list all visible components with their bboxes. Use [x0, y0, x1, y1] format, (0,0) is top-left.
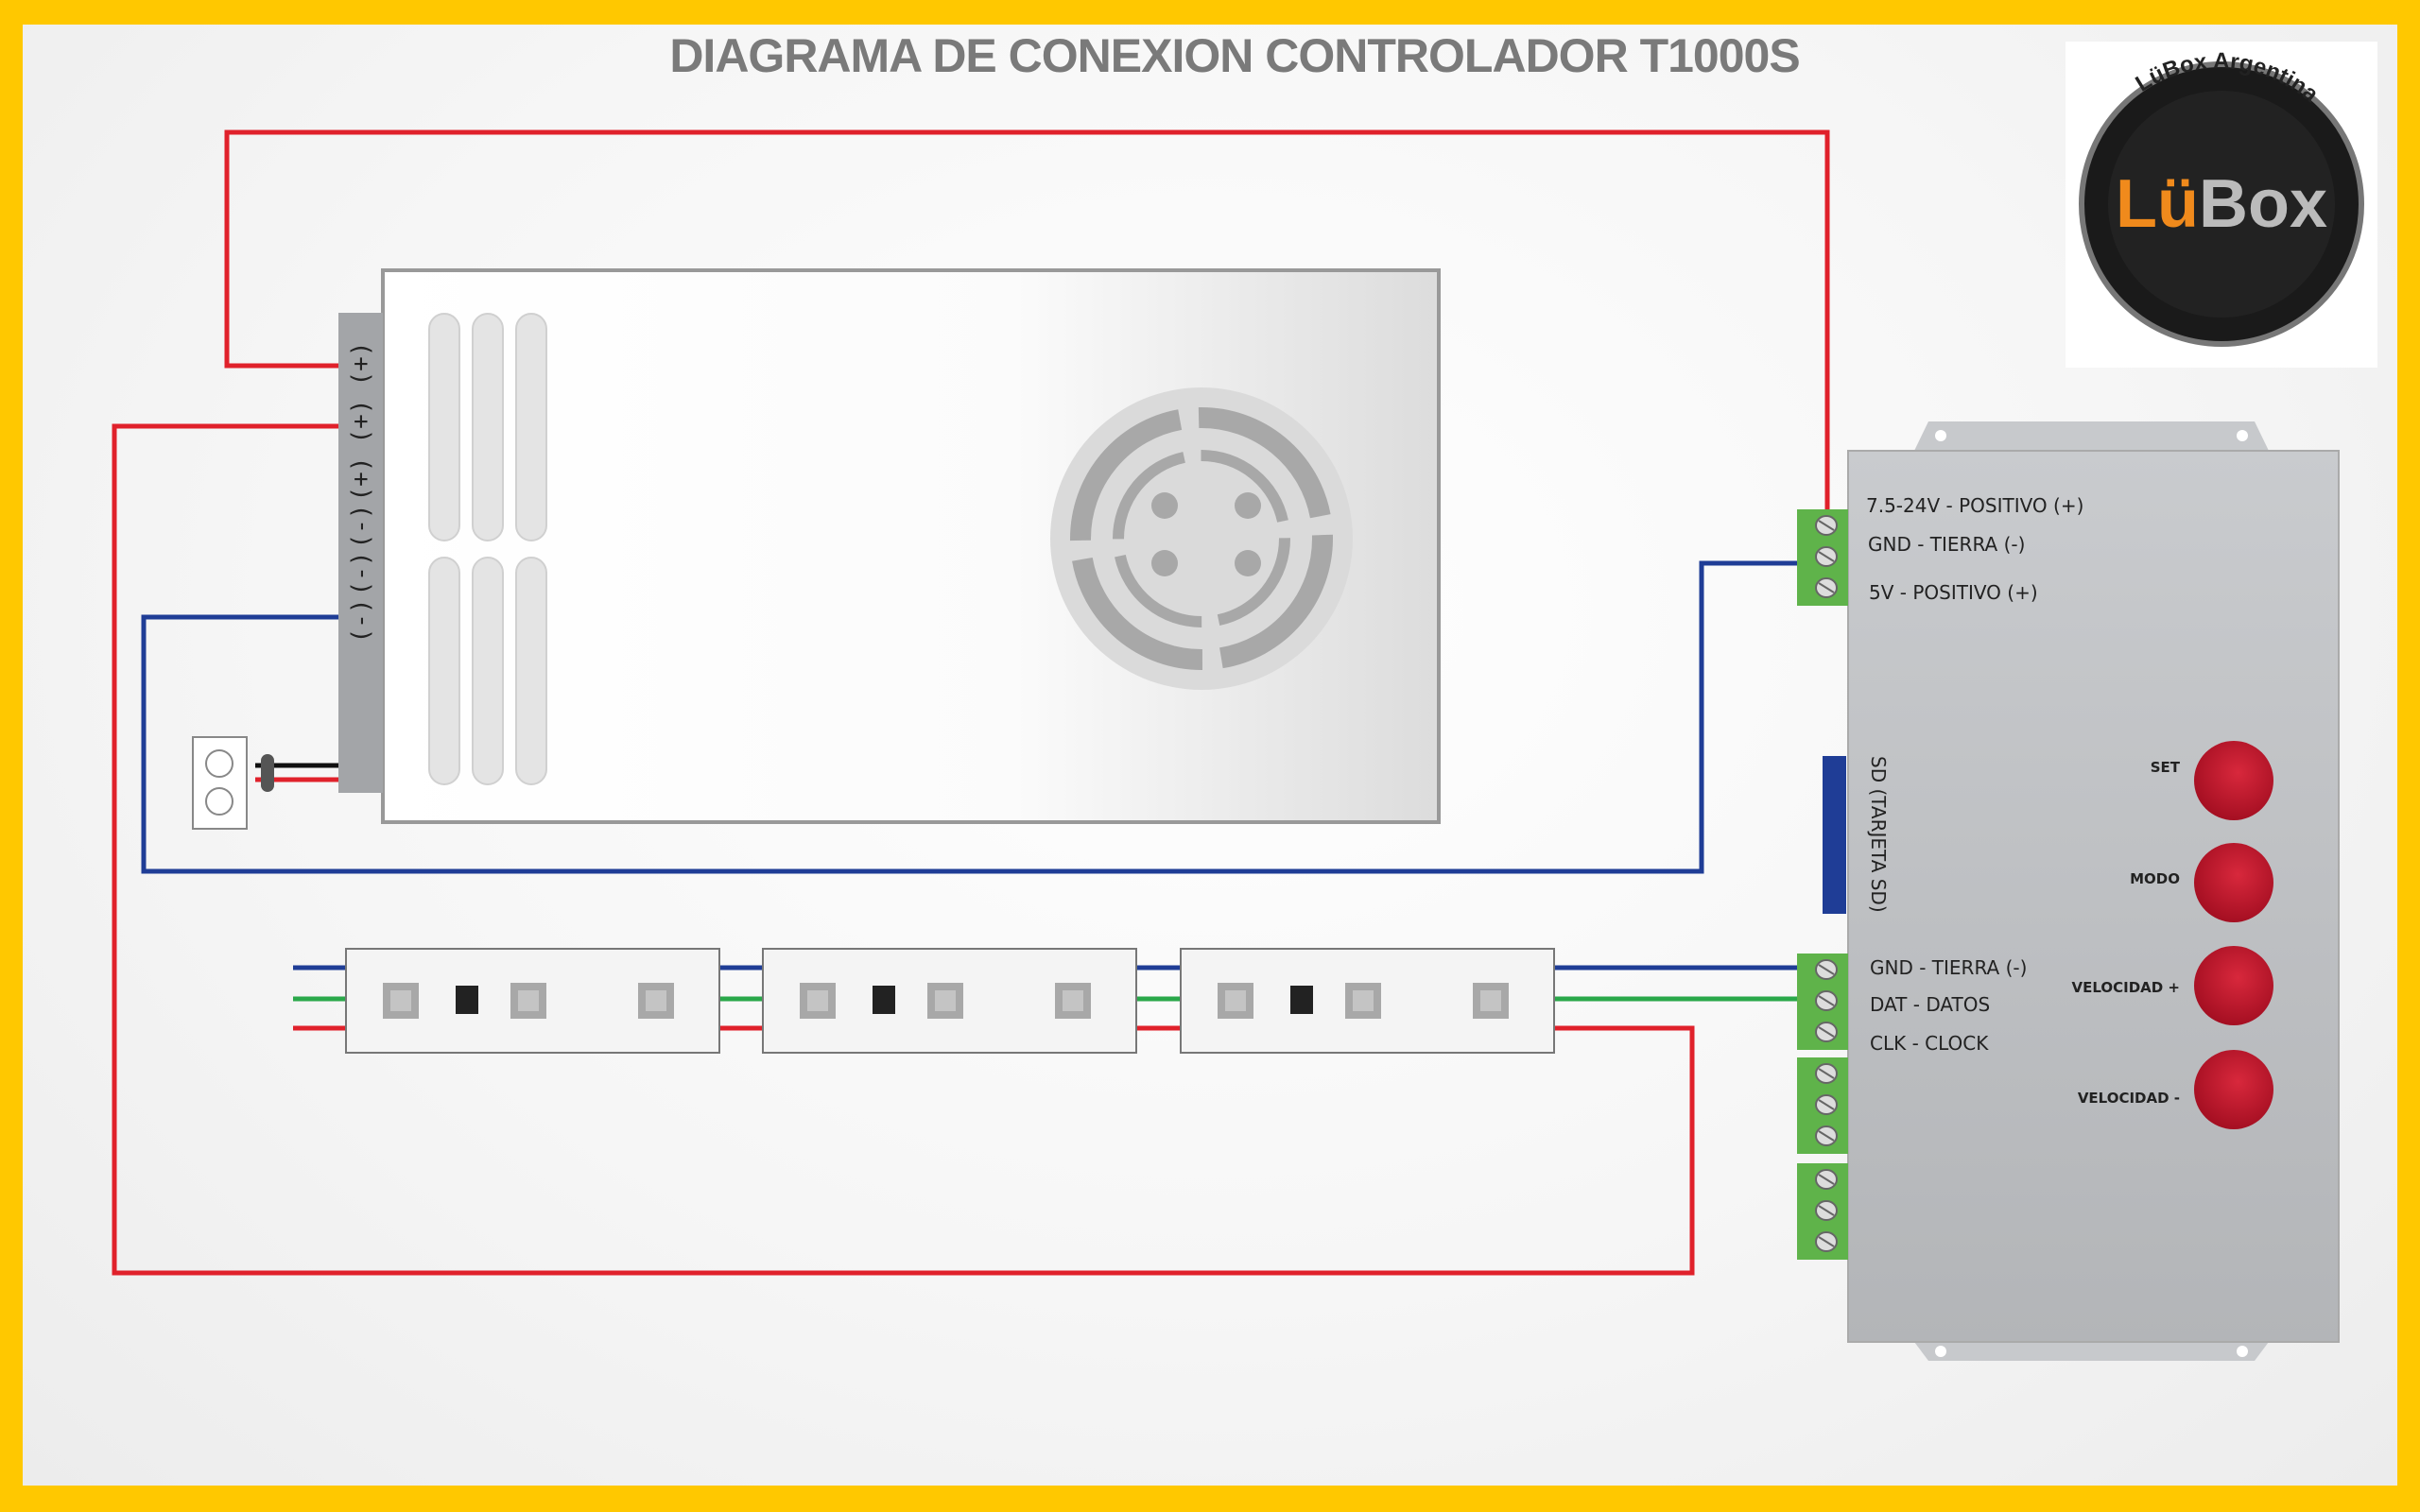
terminal-block[interactable] — [1797, 954, 1848, 1050]
terminal-block[interactable] — [1797, 1057, 1848, 1154]
psu-terminal-6: (-) — [347, 599, 375, 644]
psu-terminal-1: (+) — [347, 342, 375, 387]
psu-terminal-strip — [338, 313, 383, 793]
button-velocidad-plus[interactable] — [2194, 946, 2273, 1025]
lubox-logo: LüBox Argentina LüBox — [2066, 42, 2377, 368]
label-velocidad-plus: VELOCIDAD + — [2071, 979, 2180, 996]
label-5v: 5V - POSITIVO (+) — [1869, 581, 2038, 604]
diagram-canvas: DIAGRAMA DE CONEXION CONTROLADOR T1000S … — [23, 25, 2397, 1486]
psu-terminal-3: (+) — [347, 457, 375, 502]
psu-terminal-5: (-) — [347, 552, 375, 596]
label-gnd-power: GND - TIERRA (-) — [1868, 533, 2025, 556]
terminal-block[interactable] — [1797, 1163, 1848, 1260]
wire-blue-gnd — [141, 560, 1798, 874]
svg-text:LüBox: LüBox — [2116, 166, 2327, 242]
label-sd-card: SD (TARJETA SD) — [1867, 756, 1890, 913]
ic-chip-icon — [456, 986, 478, 1014]
ic-chip-icon — [1290, 986, 1313, 1014]
wiring-diagram: DIAGRAMA DE CONEXION CONTROLADOR T1000S … — [112, 29, 2377, 1361]
diagram-title: DIAGRAMA DE CONEXION CONTROLADOR T1000S — [669, 29, 1799, 82]
t1000s-controller: 7.5-24V - POSITIVO (+) GND - TIERRA (-) … — [1797, 421, 2340, 1361]
plug-icon — [261, 754, 274, 792]
psu-terminal-4: (-) — [347, 505, 375, 549]
button-modo[interactable] — [2194, 843, 2273, 922]
label-dat: DAT - DATOS — [1870, 993, 1990, 1016]
wall-outlet — [192, 736, 274, 830]
wire-red-psu-to-controller — [224, 129, 1830, 512]
psu-terminal-2: (+) — [347, 400, 375, 444]
power-supply: (+) (+) (+) (-) (-) (-) — [338, 268, 1441, 824]
sd-card-slot[interactable] — [1823, 756, 1846, 914]
button-set[interactable] — [2194, 741, 2273, 820]
label-velocidad-minus: VELOCIDAD - — [2078, 1090, 2180, 1107]
led-strip-segment — [1180, 948, 1555, 1054]
terminal-block[interactable] — [1797, 509, 1848, 606]
fan-icon — [1050, 387, 1353, 690]
label-set: SET — [2151, 759, 2181, 776]
button-velocidad-minus[interactable] — [2194, 1050, 2273, 1129]
wire-red-psu-to-strip — [112, 423, 1695, 1276]
label-clk: CLK - CLOCK — [1870, 1032, 1989, 1055]
psu-vents — [428, 313, 547, 785]
led-strip-segment — [345, 948, 720, 1054]
ic-chip-icon — [873, 986, 895, 1014]
label-gnd-output: GND - TIERRA (-) — [1870, 956, 2027, 979]
label-modo: MODO — [2130, 870, 2180, 887]
led-strip-segment — [762, 948, 1137, 1054]
label-vin: 7.5-24V - POSITIVO (+) — [1866, 494, 2083, 517]
